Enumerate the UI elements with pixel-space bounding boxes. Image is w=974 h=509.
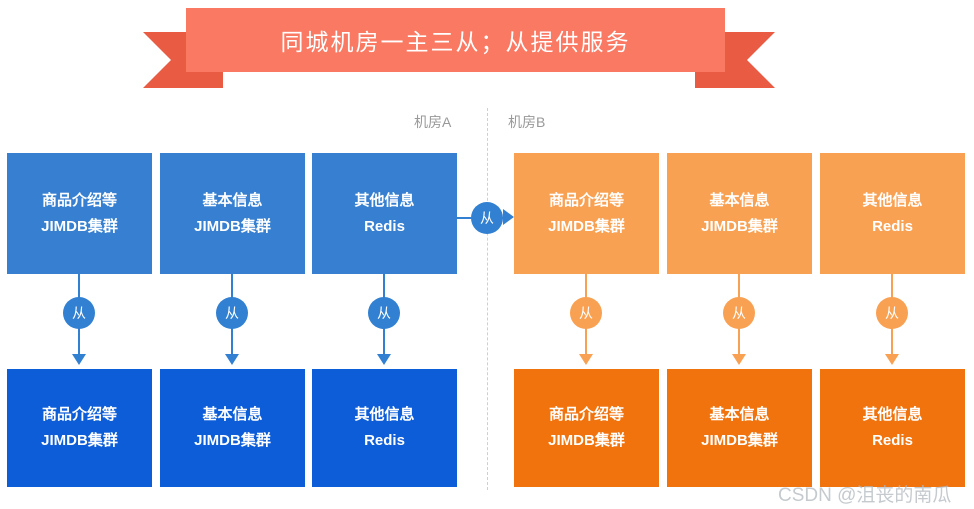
replica-badge: 从 bbox=[876, 297, 908, 329]
zone-divider-dashed-line bbox=[487, 108, 488, 490]
box-label-line2: Redis bbox=[364, 432, 405, 449]
replication-arrow-a3: 从 bbox=[368, 274, 400, 368]
box-label-line2: JIMDB集群 bbox=[701, 217, 778, 235]
arrow-head-down-icon bbox=[732, 354, 746, 365]
box-label-line1: 商品介绍等 bbox=[41, 191, 117, 209]
room-b-master-box-basic-info: 基本信息 JIMDB集群 bbox=[667, 153, 812, 274]
csdn-watermark: CSDN @沮丧的南瓜 bbox=[778, 485, 952, 506]
replication-arrow-b3: 从 bbox=[876, 274, 908, 368]
room-a-master-box-other-info: 其他信息 Redis bbox=[312, 153, 457, 274]
box-label-line1: 其他信息 bbox=[862, 191, 923, 209]
arrow-head-down-icon bbox=[72, 354, 86, 365]
box-label-line2: Redis bbox=[872, 432, 913, 449]
replica-badge: 从 bbox=[368, 297, 400, 329]
room-a-master-box-product-intro: 商品介绍等 JIMDB集群 bbox=[7, 153, 152, 274]
box-label-line1: 基本信息 bbox=[202, 191, 263, 209]
arrow-head-down-icon bbox=[579, 354, 593, 365]
room-a-replica-box-other-info: 其他信息 Redis bbox=[312, 369, 457, 487]
replication-arrow-a1: 从 bbox=[63, 274, 95, 368]
box-label-line1: 其他信息 bbox=[354, 191, 415, 209]
replica-badge: 从 bbox=[471, 202, 503, 234]
room-a-master-box-basic-info: 基本信息 JIMDB集群 bbox=[160, 153, 305, 274]
box-label-line1: 基本信息 bbox=[709, 191, 770, 209]
arrow-head-down-icon bbox=[885, 354, 899, 365]
room-b-replica-box-other-info: 其他信息 Redis bbox=[820, 369, 965, 487]
box-label-line1: 基本信息 bbox=[202, 406, 263, 423]
box-label-line2: Redis bbox=[364, 217, 405, 235]
arrow-head-down-icon bbox=[377, 354, 391, 365]
room-a-replica-box-product-intro: 商品介绍等 JIMDB集群 bbox=[7, 369, 152, 487]
box-label-line2: JIMDB集群 bbox=[548, 432, 625, 449]
replication-arrow-b2: 从 bbox=[723, 274, 755, 368]
arrow-head-down-icon bbox=[225, 354, 239, 365]
box-label-line1: 其他信息 bbox=[862, 406, 923, 423]
arrow-head-right-icon bbox=[503, 209, 514, 225]
replica-badge: 从 bbox=[570, 297, 602, 329]
room-b-replica-box-product-intro: 商品介绍等 JIMDB集群 bbox=[514, 369, 659, 487]
box-label-line1: 商品介绍等 bbox=[41, 406, 117, 423]
replica-badge: 从 bbox=[723, 297, 755, 329]
box-label-line1: 商品介绍等 bbox=[548, 406, 624, 423]
box-label-line2: JIMDB集群 bbox=[548, 217, 625, 235]
zone-label-room-a: 机房A bbox=[414, 114, 452, 130]
box-label-line1: 商品介绍等 bbox=[548, 191, 624, 209]
room-b-replica-box-basic-info: 基本信息 JIMDB集群 bbox=[667, 369, 812, 487]
room-b-master-box-other-info: 其他信息 Redis bbox=[820, 153, 965, 274]
box-label-line2: JIMDB集群 bbox=[41, 432, 118, 449]
replication-arrow-a2: 从 bbox=[216, 274, 248, 368]
box-label-line2: JIMDB集群 bbox=[194, 217, 271, 235]
box-label-line2: JIMDB集群 bbox=[701, 432, 778, 449]
zone-label-room-b: 机房B bbox=[508, 114, 546, 130]
replication-arrow-b1: 从 bbox=[570, 274, 602, 368]
replication-arrow-cross-room: 从 bbox=[456, 201, 516, 235]
box-label-line1: 其他信息 bbox=[354, 406, 415, 423]
banner-title: 同城机房一主三从；从提供服务 bbox=[186, 8, 725, 72]
box-label-line2: JIMDB集群 bbox=[194, 432, 271, 449]
replica-badge: 从 bbox=[216, 297, 248, 329]
box-label-line2: Redis bbox=[872, 217, 913, 235]
replica-badge: 从 bbox=[63, 297, 95, 329]
box-label-line2: JIMDB集群 bbox=[41, 217, 118, 235]
box-label-line1: 基本信息 bbox=[709, 406, 770, 423]
room-b-master-box-product-intro: 商品介绍等 JIMDB集群 bbox=[514, 153, 659, 274]
room-a-replica-box-basic-info: 基本信息 JIMDB集群 bbox=[160, 369, 305, 487]
